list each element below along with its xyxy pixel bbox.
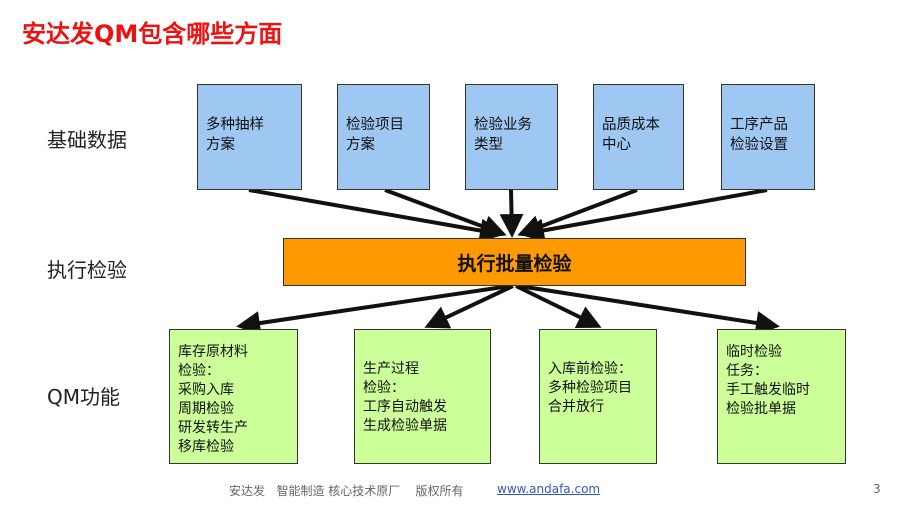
- function-box-inventory: 库存原材料 检验： 采购入库 周期检验 研发转生产 移库检验: [169, 329, 298, 464]
- page-title: 安达发QM包含哪些方面: [22, 20, 283, 48]
- basic-box-process-product: 工序产品 检验设置: [721, 84, 815, 190]
- function-box-line: 采购入库: [178, 382, 234, 398]
- function-box-line: 手工触发临时: [726, 382, 810, 398]
- arrow-items-to-center: [384, 188, 507, 239]
- function-box-line: 移库检验: [178, 439, 234, 455]
- basic-box-line: 检验项目: [346, 117, 404, 133]
- arrow-center-to-inventory: [236, 284, 511, 335]
- row-label-qm-function: QM功能: [47, 385, 120, 409]
- basic-box-line: 多种抽样: [206, 117, 264, 133]
- function-box-prestock: 入库前检验： 多种检验项目 合并放行: [539, 329, 657, 464]
- basic-box-line: 中心: [602, 137, 631, 153]
- arrow-business-to-center: [499, 189, 524, 238]
- basic-box-line: 品质成本: [602, 117, 660, 133]
- function-box-line: 临时检验: [726, 344, 782, 360]
- arrow-center-to-production: [424, 284, 514, 329]
- row-label-execute: 执行检验: [47, 258, 127, 282]
- function-box-line: 生产过程: [363, 361, 419, 377]
- function-box-production: 生产过程 检验： 工序自动触发 生成检验单据: [354, 329, 491, 464]
- function-box-line: 检验：: [178, 363, 220, 379]
- arrow-center-to-prestock: [515, 284, 602, 329]
- arrow-process-to-center: [520, 188, 768, 243]
- basic-box-line: 类型: [474, 137, 503, 153]
- function-box-line: 检验批单据: [726, 401, 796, 417]
- arrow-sampling-to-center: [248, 188, 504, 243]
- function-box-line: 合并放行: [548, 399, 604, 415]
- basic-box-inspection-items: 检验项目 方案: [337, 84, 430, 190]
- function-box-line: 库存原材料: [178, 344, 248, 360]
- center-box-batch-inspection: 执行批量检验: [283, 238, 746, 286]
- function-box-line: 入库前检验：: [548, 361, 632, 377]
- arrow-center-to-temporary: [518, 284, 780, 335]
- basic-box-line: 方案: [206, 137, 235, 153]
- basic-box-sampling: 多种抽样 方案: [197, 84, 302, 190]
- function-box-line: 检验：: [363, 380, 405, 396]
- basic-box-quality-cost: 品质成本 中心: [593, 84, 684, 190]
- basic-box-line: 工序产品: [730, 117, 788, 133]
- footer-copyright: 安达发 智能制造 核心技术原厂 版权所有: [229, 484, 464, 498]
- basic-box-line: 检验设置: [730, 137, 788, 153]
- arrow-cost-to-center: [517, 188, 638, 239]
- row-label-basic-data: 基础数据: [47, 128, 127, 152]
- footer-website-link[interactable]: www.andafa.com: [497, 482, 601, 496]
- function-box-line: 工序自动触发: [363, 399, 447, 415]
- page-number: 3: [873, 482, 881, 496]
- function-box-line: 多种检验项目: [548, 380, 632, 396]
- basic-box-line: 检验业务: [474, 117, 532, 133]
- function-box-temporary: 临时检验 任务： 手工触发临时 检验批单据: [717, 329, 846, 464]
- function-box-line: 研发转生产: [178, 420, 248, 436]
- function-box-line: 周期检验: [178, 401, 234, 417]
- function-box-line: 生成检验单据: [363, 418, 447, 434]
- basic-box-business-type: 检验业务 类型: [465, 84, 558, 190]
- function-box-line: 任务：: [726, 363, 768, 379]
- basic-box-line: 方案: [346, 137, 375, 153]
